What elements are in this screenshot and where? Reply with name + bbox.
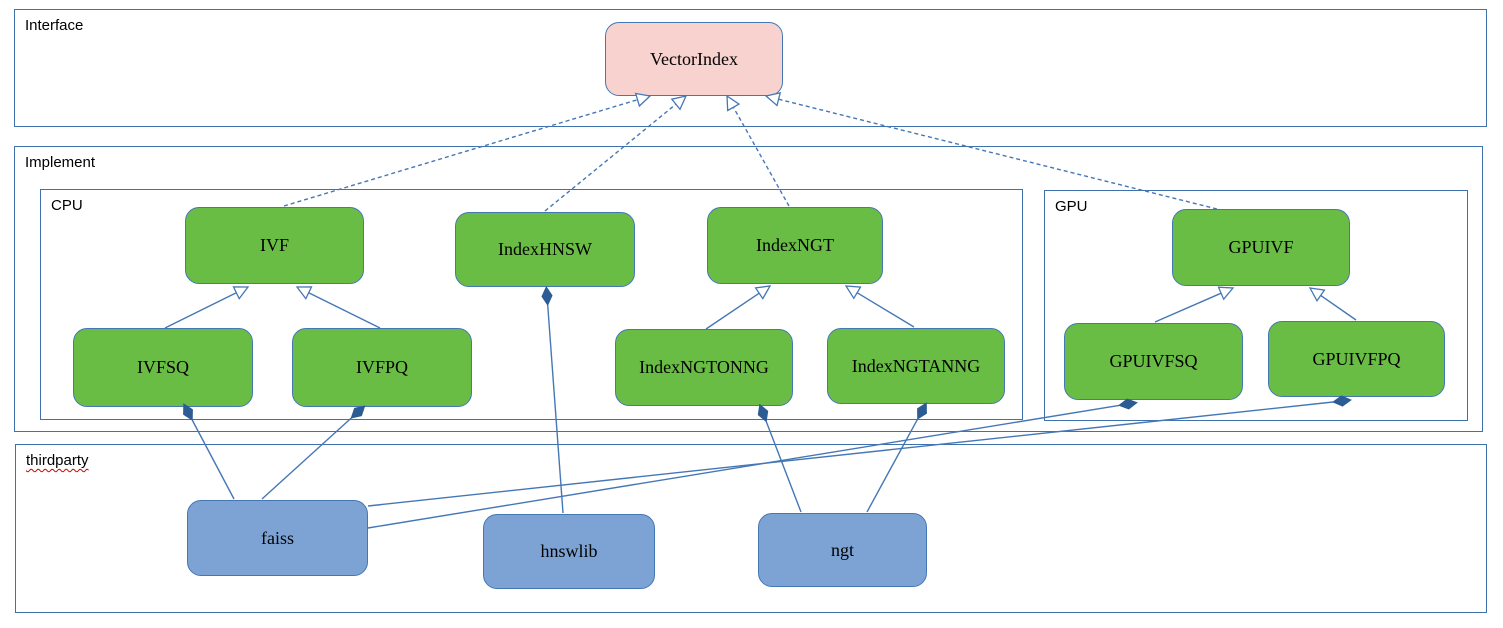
- node-ivfsq-label: IVFSQ: [136, 357, 189, 377]
- node-indexngtanng[interactable]: IndexNGTANNG: [827, 328, 1005, 404]
- node-gpuivfpq[interactable]: GPUIVFPQ: [1268, 321, 1445, 397]
- node-ngt[interactable]: ngt: [758, 513, 927, 587]
- node-ivf-label: IVF: [259, 235, 289, 255]
- group-interface-label: Interface: [25, 17, 84, 34]
- group-implement-label: Implement: [25, 154, 96, 171]
- node-faiss-label: faiss: [261, 527, 294, 548]
- node-indexngt[interactable]: IndexNGT: [707, 207, 883, 284]
- node-vectorindex-label: VectorIndex: [650, 48, 738, 69]
- node-vectorindex[interactable]: VectorIndex: [605, 22, 783, 96]
- node-gpuivf-label: GPUIVF: [1228, 237, 1294, 257]
- node-gpuivfsq-label: GPUIVFSQ: [1109, 351, 1198, 371]
- node-indexngtonng[interactable]: IndexNGTONNG: [615, 329, 793, 406]
- node-gpuivfpq-label: GPUIVFPQ: [1312, 348, 1401, 369]
- node-indexngtanng-label: IndexNGTANNG: [851, 355, 981, 376]
- node-gpuivfsq[interactable]: GPUIVFSQ: [1064, 323, 1243, 400]
- node-faiss[interactable]: faiss: [187, 500, 368, 576]
- node-indexngtonng-label: IndexNGTONNG: [639, 357, 769, 377]
- group-gpu-label: GPU: [1055, 198, 1088, 215]
- node-indexhnsw-label: IndexHNSW: [498, 239, 592, 259]
- node-ivfpq[interactable]: IVFPQ: [292, 328, 472, 407]
- node-indexhnsw[interactable]: IndexHNSW: [455, 212, 635, 287]
- node-ivfsq[interactable]: IVFSQ: [73, 328, 253, 407]
- node-hnswlib-label: hnswlib: [540, 541, 598, 561]
- node-indexngt-label: IndexNGT: [756, 235, 834, 255]
- group-thirdparty-label: thirdparty: [26, 452, 89, 469]
- node-ivf[interactable]: IVF: [185, 207, 364, 284]
- node-hnswlib[interactable]: hnswlib: [483, 514, 655, 589]
- group-cpu-label: CPU: [51, 197, 83, 214]
- node-gpuivf[interactable]: GPUIVF: [1172, 209, 1350, 286]
- node-ivfpq-label: IVFPQ: [355, 357, 408, 377]
- node-ngt-label: ngt: [830, 539, 854, 560]
